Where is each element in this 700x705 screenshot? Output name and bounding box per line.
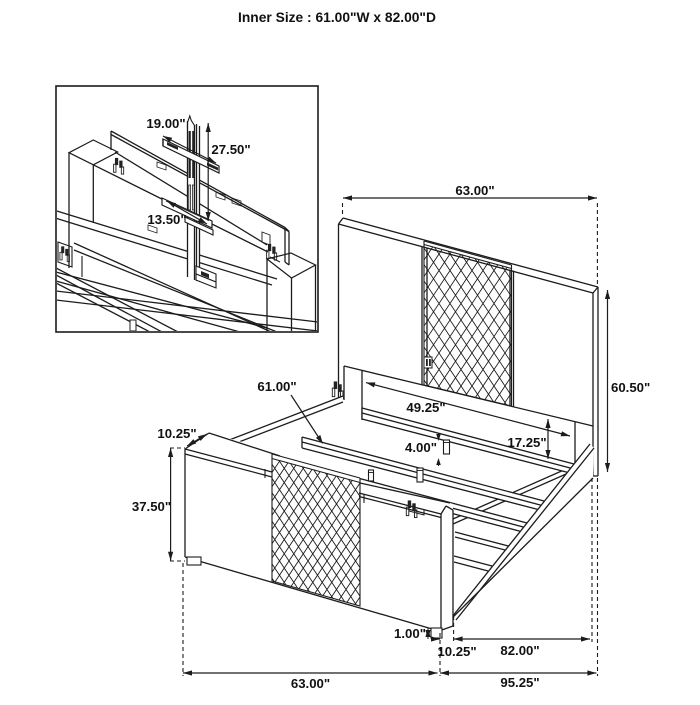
svg-text:4.00": 4.00" (405, 440, 437, 455)
svg-text:49.25": 49.25" (406, 400, 445, 415)
svg-text:17.25": 17.25" (507, 435, 546, 450)
svg-text:19.00": 19.00" (146, 116, 185, 131)
svg-text:95.25": 95.25" (500, 675, 539, 690)
svg-text:63.00": 63.00" (455, 183, 494, 198)
svg-text:82.00": 82.00" (500, 643, 539, 658)
svg-text:1.00": 1.00" (394, 626, 426, 641)
svg-text:13.50": 13.50" (147, 212, 186, 227)
svg-text:63.00": 63.00" (291, 676, 330, 691)
svg-text:10.25": 10.25" (157, 426, 196, 441)
svg-text:Inner Size : 61.00"W x 82.00"D: Inner Size : 61.00"W x 82.00"D (238, 10, 436, 25)
svg-text:27.50": 27.50" (211, 142, 250, 157)
svg-text:60.50": 60.50" (611, 380, 650, 395)
svg-text:10.25": 10.25" (437, 644, 476, 659)
svg-text:37.50": 37.50" (132, 499, 171, 514)
svg-text:61.00": 61.00" (257, 379, 296, 394)
